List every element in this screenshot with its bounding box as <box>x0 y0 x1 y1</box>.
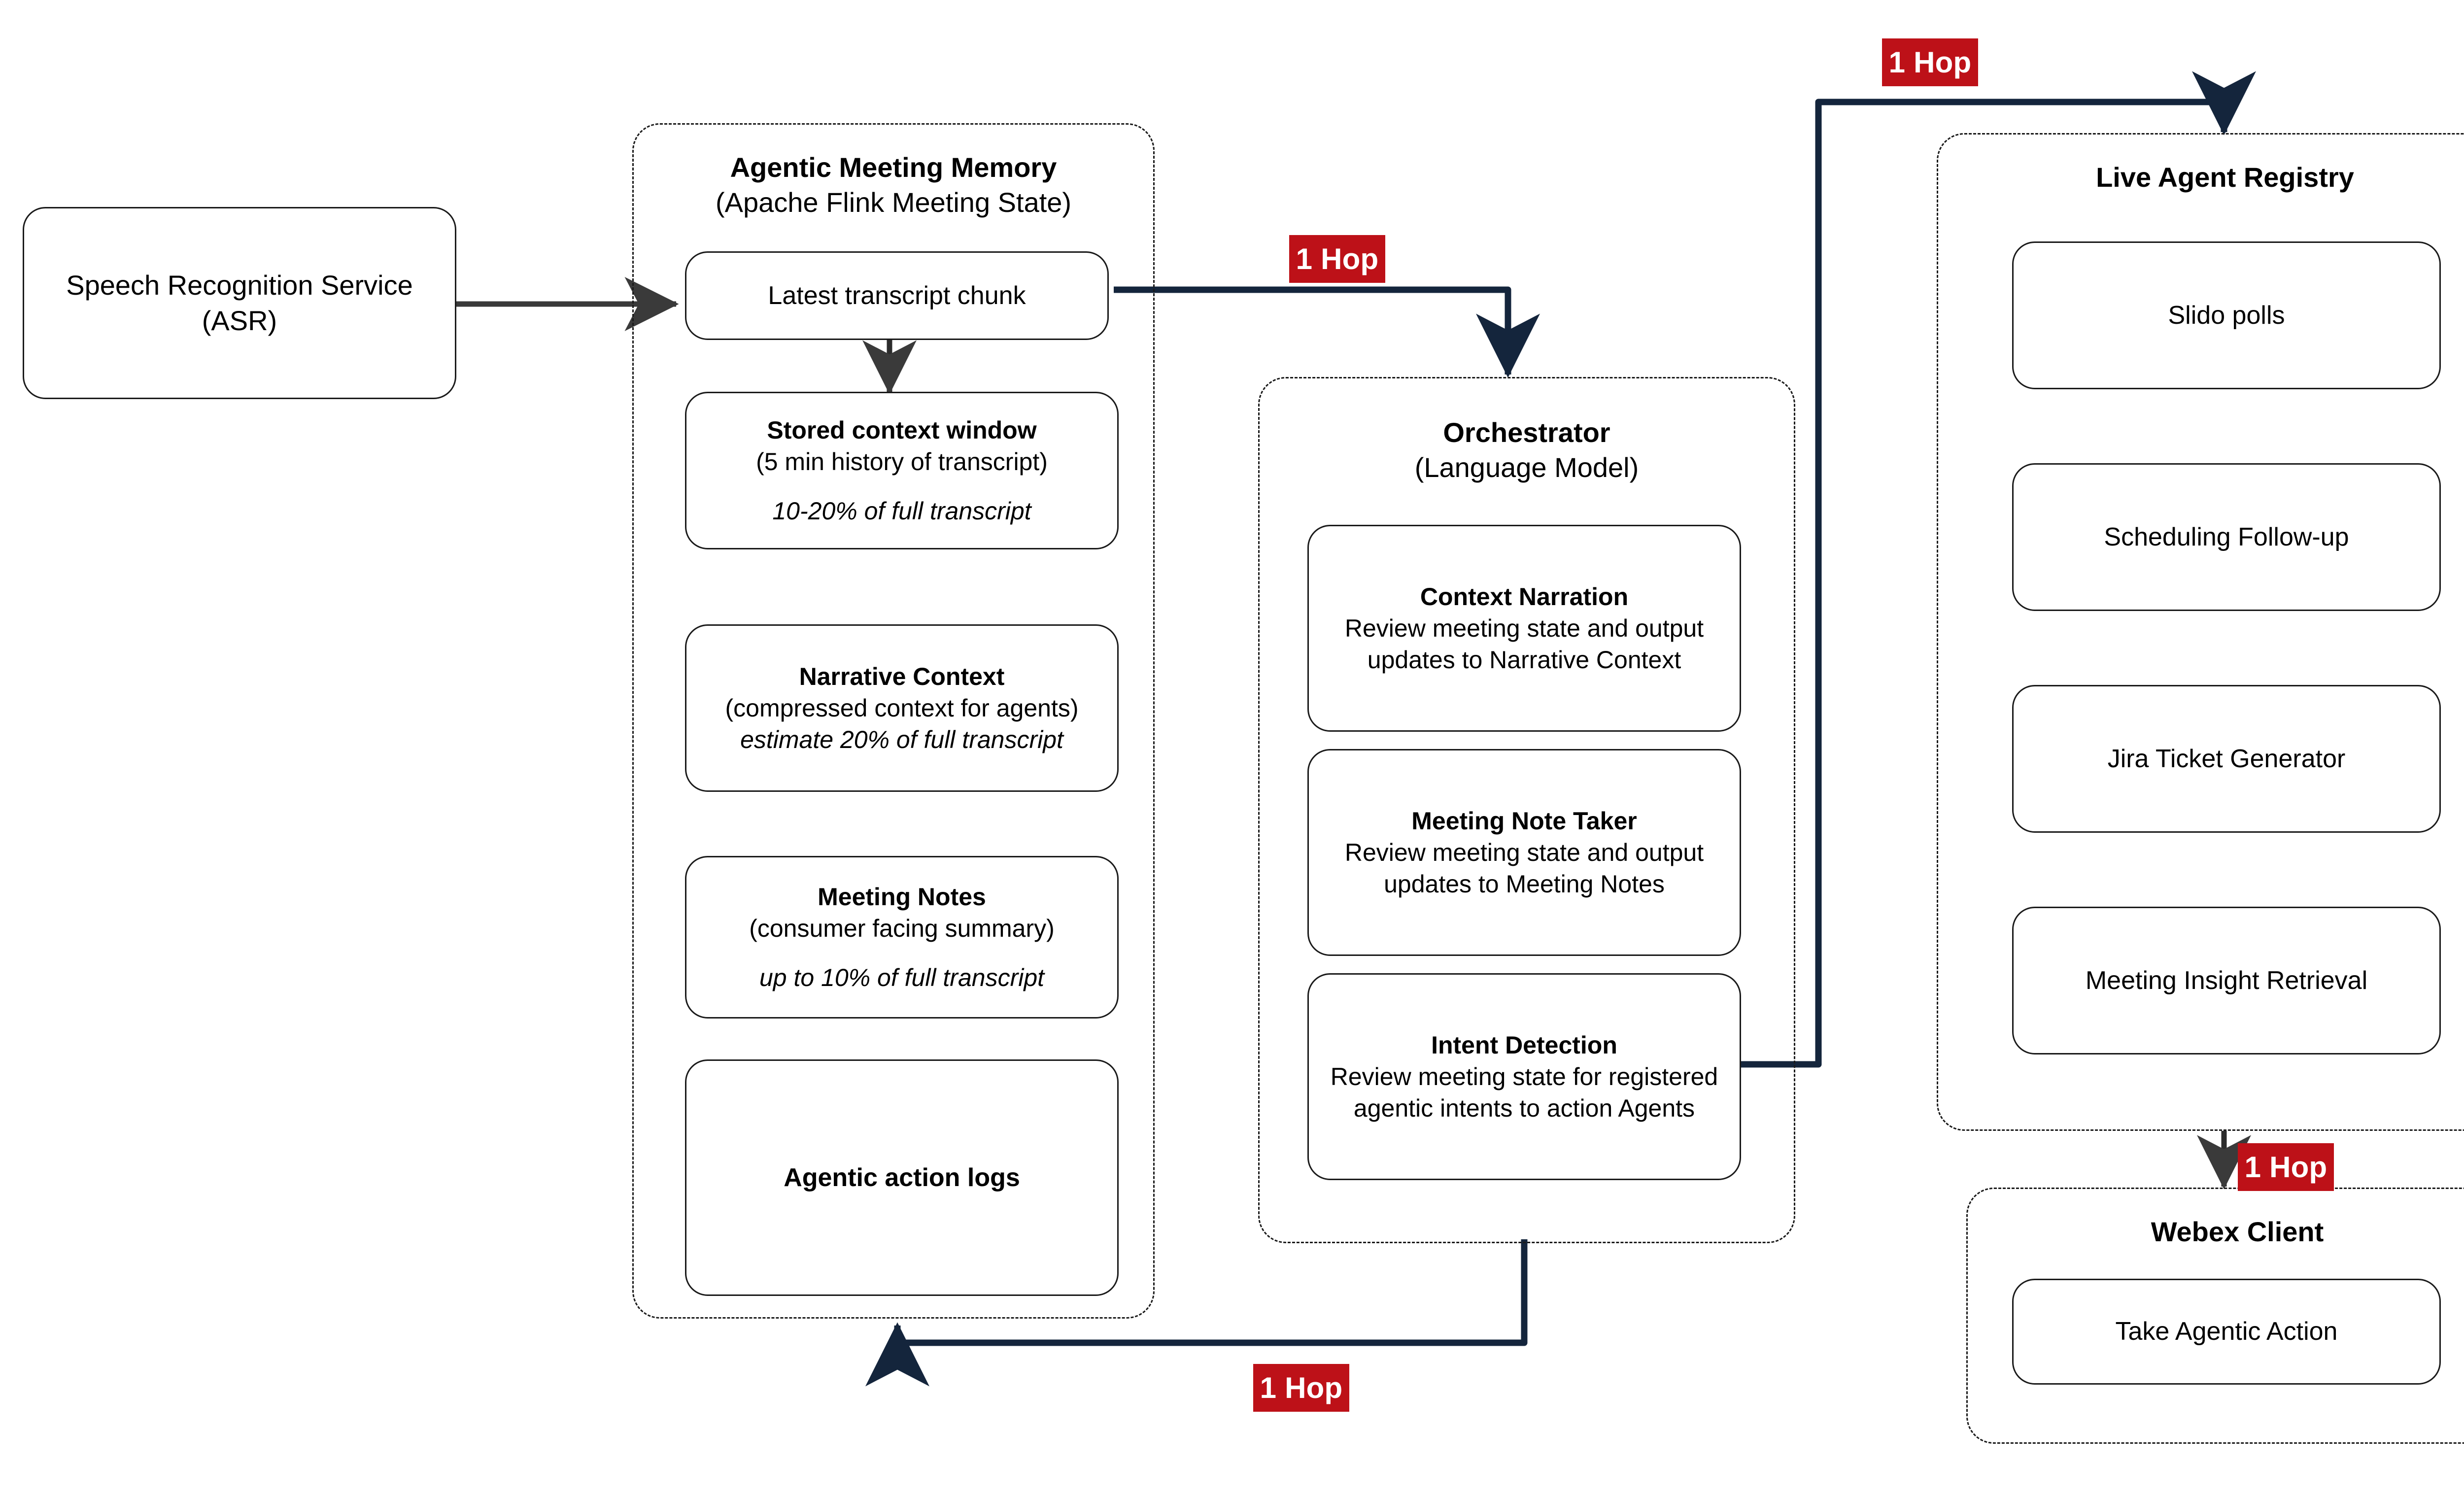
memory-subtitle: (Apache Flink Meeting State) <box>715 186 1072 218</box>
stored-context-window-note: 10-20% of full transcript <box>772 497 1031 525</box>
hop-badge-memory-to-orchestrator: 1 Hop <box>1289 235 1385 283</box>
node-scheduling-follow-up[interactable]: Scheduling Follow-up <box>2012 463 2441 611</box>
node-meeting-note-taker[interactable]: Meeting Note Taker Review meeting state … <box>1307 749 1741 956</box>
node-intent-detection[interactable]: Intent Detection Review meeting state fo… <box>1307 973 1741 1180</box>
latest-transcript-chunk-label: Latest transcript chunk <box>768 281 1026 310</box>
asr-line2: (ASR) <box>202 305 277 336</box>
scheduling-follow-up-label: Scheduling Follow-up <box>2104 522 2349 551</box>
node-narrative-context[interactable]: Narrative Context (compressed context fo… <box>685 624 1119 792</box>
hop-label-1: 1 Hop <box>1296 242 1379 275</box>
node-take-agentic-action[interactable]: Take Agentic Action <box>2012 1279 2441 1385</box>
context-narration-sub: Review meeting state and output updates … <box>1344 614 1704 674</box>
agentic-action-logs-title: Agentic action logs <box>784 1163 1020 1192</box>
context-narration-title: Context Narration <box>1420 583 1629 611</box>
meeting-notes-sub: (consumer facing summary) <box>749 915 1055 942</box>
memory-group-title: Agentic Meeting Memory (Apache Flink Mee… <box>632 150 1155 220</box>
orchestrator-subtitle: (Language Model) <box>1414 451 1639 483</box>
stored-context-window-title: Stored context window <box>767 416 1037 444</box>
hop-badge-orchestrator-to-memory: 1 Hop <box>1253 1364 1349 1412</box>
meeting-notes-note: up to 10% of full transcript <box>759 964 1045 991</box>
take-agentic-action-label: Take Agentic Action <box>2115 1317 2338 1346</box>
narrative-context-title: Narrative Context <box>799 663 1005 690</box>
jira-ticket-generator-label: Jira Ticket Generator <box>2107 744 2346 773</box>
hop-badge-registry-to-webex: 1 Hop <box>2238 1143 2334 1191</box>
node-agentic-action-logs[interactable]: Agentic action logs <box>685 1059 1119 1296</box>
hop-badge-intent-to-registry: 1 Hop <box>1882 38 1978 86</box>
node-speech-recognition-service[interactable]: Speech Recognition Service (ASR) <box>23 207 456 399</box>
stored-context-window-sub: (5 min history of transcript) <box>756 448 1048 476</box>
group-agentic-meeting-memory <box>632 123 1155 1319</box>
group-live-agent-registry <box>1937 133 2464 1131</box>
hop-label-2: 1 Hop <box>1888 45 1972 79</box>
intent-detection-title: Intent Detection <box>1431 1031 1617 1059</box>
group-webex-client <box>1966 1188 2464 1444</box>
registry-group-title: Live Agent Registry <box>1937 160 2464 195</box>
slido-polls-label: Slido polls <box>2168 301 2285 330</box>
group-orchestrator <box>1258 377 1795 1243</box>
webex-title: Webex Client <box>2151 1216 2324 1247</box>
orchestrator-group-title: Orchestrator (Language Model) <box>1258 415 1795 485</box>
meeting-note-taker-title: Meeting Note Taker <box>1411 807 1637 835</box>
node-meeting-insight-retrieval[interactable]: Meeting Insight Retrieval <box>2012 907 2441 1054</box>
node-meeting-notes[interactable]: Meeting Notes (consumer facing summary) … <box>685 856 1119 1019</box>
hop-label-3: 1 Hop <box>2244 1150 2327 1184</box>
node-jira-ticket-generator[interactable]: Jira Ticket Generator <box>2012 685 2441 833</box>
asr-line1: Speech Recognition Service <box>66 270 413 301</box>
meeting-note-taker-sub: Review meeting state and output updates … <box>1344 839 1704 898</box>
hop-label-4: 1 Hop <box>1260 1371 1343 1404</box>
narrative-context-note: estimate 20% of full transcript <box>740 726 1063 753</box>
webex-group-title: Webex Client <box>1966 1215 2464 1250</box>
narrative-context-sub: (compressed context for agents) <box>725 694 1079 722</box>
meeting-insight-retrieval-label: Meeting Insight Retrieval <box>2085 966 2368 995</box>
node-context-narration[interactable]: Context Narration Review meeting state a… <box>1307 525 1741 732</box>
node-slido-polls[interactable]: Slido polls <box>2012 241 2441 389</box>
registry-title: Live Agent Registry <box>2096 162 2354 193</box>
node-stored-context-window[interactable]: Stored context window (5 min history of … <box>685 392 1119 549</box>
meeting-notes-title: Meeting Notes <box>818 883 986 911</box>
node-latest-transcript-chunk[interactable]: Latest transcript chunk <box>685 251 1109 340</box>
wire-memory-to-orchestrator <box>1114 286 1540 378</box>
intent-detection-sub: Review meeting state for registered agen… <box>1330 1063 1718 1122</box>
orchestrator-title: Orchestrator <box>1443 417 1610 448</box>
memory-title: Agentic Meeting Memory <box>730 152 1057 183</box>
